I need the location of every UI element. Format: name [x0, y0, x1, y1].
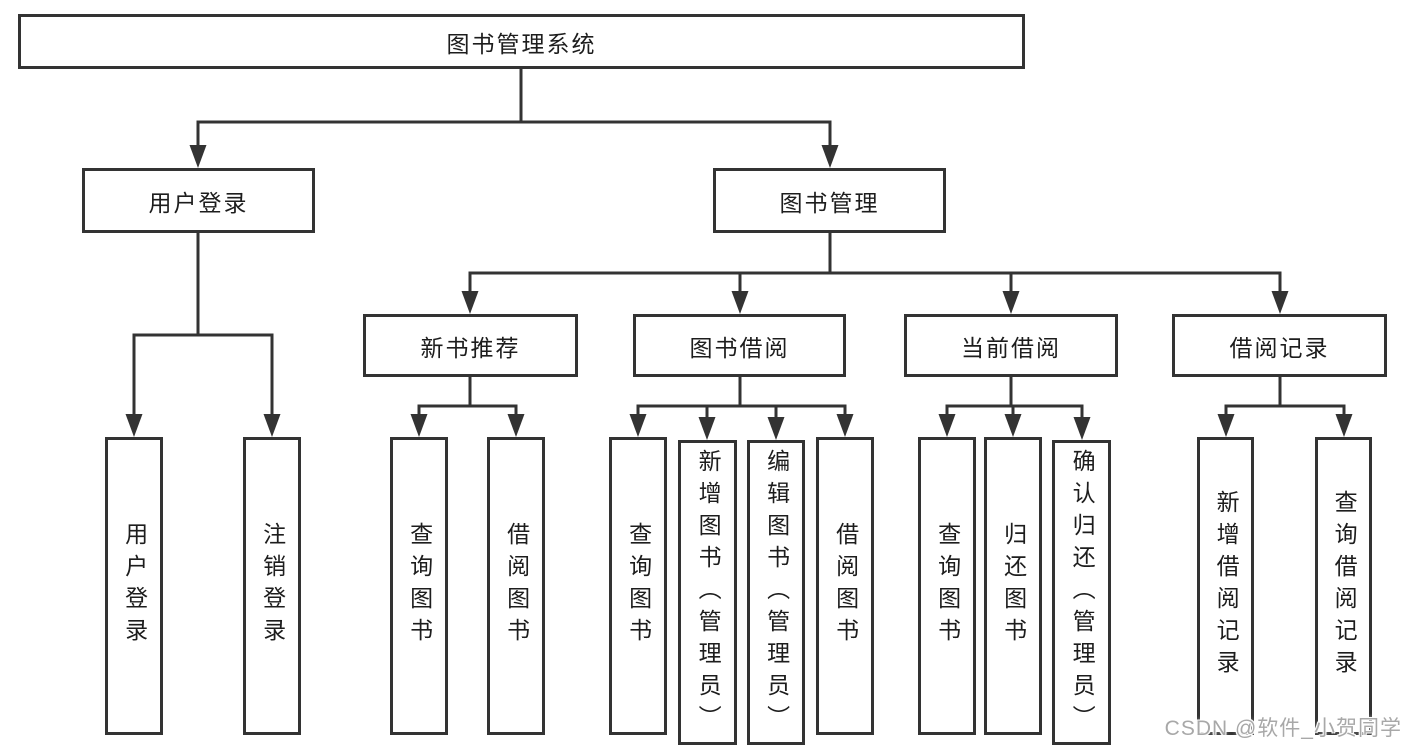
node-book-management-branch: 图书管理	[713, 168, 946, 233]
node-leaf-query-borrow-record: 查询借阅记录	[1315, 437, 1372, 735]
node-borrow-records: 借阅记录	[1172, 314, 1387, 377]
node-leaf-query-books-recommend: 查询图书	[390, 437, 448, 735]
node-leaf-borrow-books-recommend: 借阅图书	[487, 437, 545, 735]
connector-paths	[132, 69, 1346, 418]
node-book-borrow: 图书借阅	[633, 314, 846, 377]
node-leaf-query-books-borrow: 查询图书	[609, 437, 667, 735]
node-user-login-branch: 用户登录	[82, 168, 315, 233]
node-leaf-borrow-books: 借阅图书	[816, 437, 874, 735]
node-leaf-edit-book-admin: 编辑图书（管理员）	[747, 440, 805, 745]
node-leaf-add-book-admin: 新增图书（管理员）	[678, 440, 737, 745]
node-leaf-user-login: 用户登录	[105, 437, 163, 735]
node-leaf-add-borrow-record: 新增借阅记录	[1197, 437, 1254, 735]
node-library-management-system: 图书管理系统	[18, 14, 1025, 69]
node-leaf-query-books-current: 查询图书	[918, 437, 976, 735]
node-leaf-return-book: 归还图书	[984, 437, 1042, 735]
node-new-book-recommend: 新书推荐	[363, 314, 578, 377]
node-leaf-logout: 注销登录	[243, 437, 301, 735]
arrowheads	[125, 145, 1353, 440]
watermark-text: CSDN @软件_小贺同学	[1164, 717, 1402, 740]
node-leaf-confirm-return-admin: 确认归还（管理员）	[1052, 440, 1111, 745]
node-current-borrow: 当前借阅	[904, 314, 1118, 377]
